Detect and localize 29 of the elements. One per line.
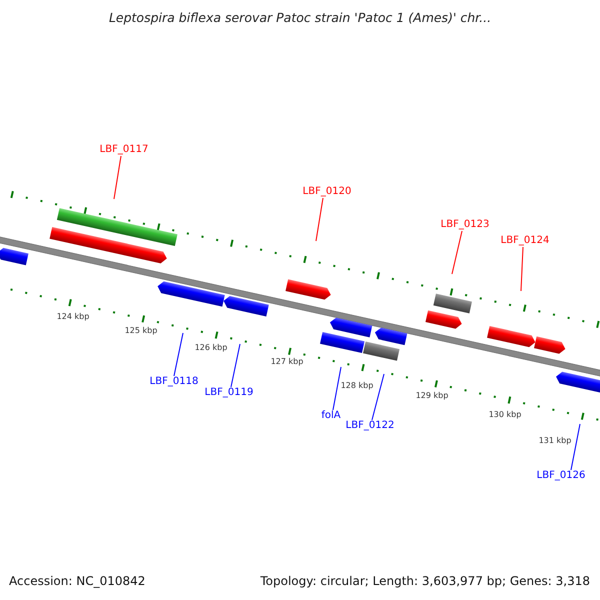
gene-label: LBF_0117 [100,144,148,156]
leader-line [372,374,384,420]
gene-label: folA [321,410,341,422]
leader-line [316,198,324,242]
gene-label: LBF_0126 [536,470,586,482]
scale-label: 129 kbp [416,391,448,401]
sequence-summary: Topology: circular; Length: 3,603,977 bp; Genes: 3,318 [260,574,590,589]
scale-label: 130 kbp [488,410,522,420]
gene-label: LBF_0124 [500,235,550,247]
scale-label: 126 kbp [194,343,228,353]
leader-line [332,366,342,410]
leader-line [570,424,580,470]
chart-title: Leptospira biflexa serovar Patoc strain 'Patoc 1 (Ames)' chr... [108,10,492,25]
accession-label: Accession: NC_010842 [9,574,146,589]
scale-label: 124 kbp [56,312,90,322]
scale-label: 127 kbp [270,357,304,367]
leader-line [452,230,462,274]
leader-line [230,344,240,388]
scale-label: 131 kbp [538,436,572,446]
gene-label: LBF_0123 [440,219,490,231]
gene-label: LBF_0119 [204,387,254,399]
leader-line [520,246,524,292]
leader-line [174,332,184,376]
gene-label: LBF_0122 [346,420,394,432]
scale-label: 125 kbp [124,326,158,336]
gene-label: LBF_0118 [150,376,198,388]
leader-line [114,156,122,200]
gene-label: LBF_0120 [302,186,352,198]
scale-label: 128 kbp [340,381,374,391]
